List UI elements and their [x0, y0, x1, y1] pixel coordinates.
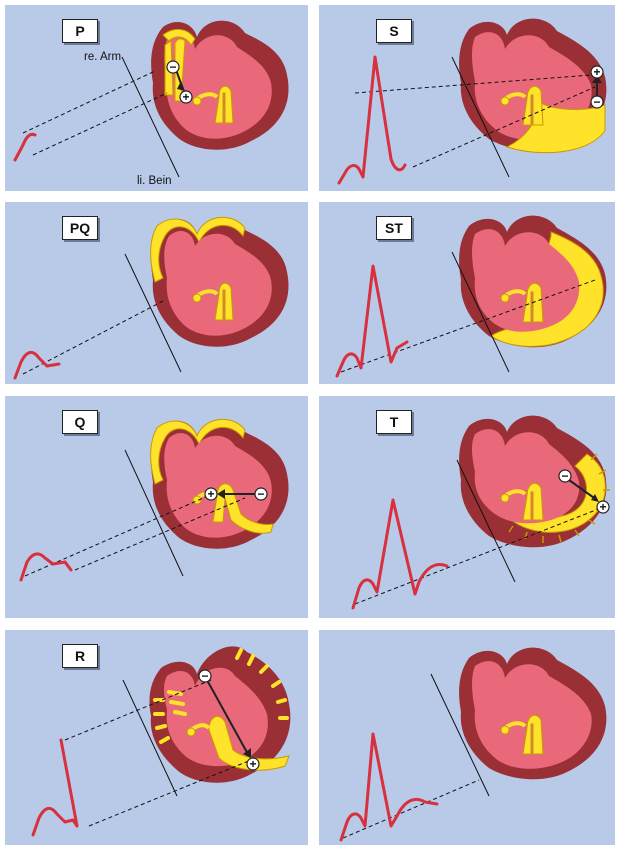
heart — [151, 419, 289, 548]
minus-sign: − — [561, 469, 568, 483]
ecg-trace — [353, 500, 447, 608]
minus-sign: − — [201, 669, 208, 683]
panel-pq: PQ — [5, 202, 308, 384]
panel-s: + − S — [319, 5, 615, 191]
plus-sign: + — [599, 500, 606, 514]
plus-sign: + — [593, 65, 600, 79]
heart — [459, 216, 606, 348]
heart — [151, 21, 288, 150]
panel-s-drawing: + − — [319, 5, 615, 191]
panel-st-drawing — [319, 202, 615, 384]
plus-sign: + — [207, 487, 214, 501]
panel-t-drawing: − + — [319, 396, 615, 618]
minus-sign: − — [257, 487, 264, 501]
phase-label-pq: PQ — [62, 216, 98, 240]
phase-label-p: P — [62, 19, 98, 43]
phase-label-t: T — [376, 410, 412, 434]
heart — [459, 19, 606, 153]
panel-r: − + R — [5, 630, 308, 845]
heart — [459, 648, 606, 780]
heart — [459, 416, 610, 548]
panel-p-drawing: − + — [5, 5, 308, 191]
left-leg-label: li. Bein — [137, 175, 172, 187]
phase-label-q: Q — [62, 410, 98, 434]
phase-label-s: S — [376, 19, 412, 43]
ecg-trace — [15, 134, 35, 160]
ecg-trace — [341, 734, 437, 840]
plus-sign: + — [249, 757, 256, 771]
panel-r-drawing: − + — [5, 630, 308, 845]
panel-st: ST — [319, 202, 615, 384]
panel-final — [319, 630, 615, 845]
ecg-trace — [337, 266, 407, 376]
panel-p: − + P re. Arm li. Bein — [5, 5, 308, 191]
right-arm-label: re. Arm — [84, 51, 121, 63]
panel-q-drawing: + − — [5, 396, 308, 618]
phase-label-r: R — [62, 644, 98, 668]
plus-sign: + — [182, 90, 189, 104]
ecg-trace — [33, 740, 77, 835]
minus-sign: − — [593, 95, 600, 109]
panel-t: − + T — [319, 396, 615, 618]
panel-q: + − Q — [5, 396, 308, 618]
minus-sign: − — [169, 60, 176, 74]
panel-pq-drawing — [5, 202, 308, 384]
panel-final-drawing — [319, 630, 615, 845]
phase-label-st: ST — [376, 216, 412, 240]
ecg-trace — [15, 352, 59, 378]
heart — [151, 217, 289, 346]
ecg-trace — [339, 57, 405, 183]
heart — [149, 646, 290, 782]
